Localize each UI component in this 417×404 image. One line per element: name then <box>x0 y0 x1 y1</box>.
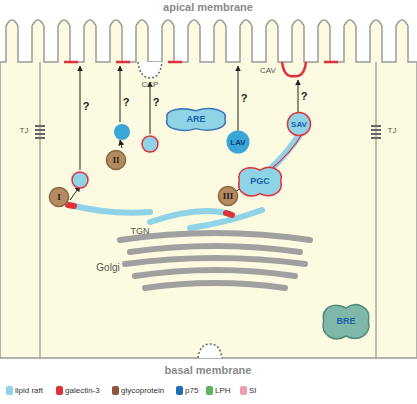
galectin-patch <box>64 62 338 76</box>
organelle-label: TGN <box>131 226 150 236</box>
legend-swatch <box>56 386 63 395</box>
apical-vesicle: LAV <box>226 130 250 154</box>
transport-vesicle <box>72 124 158 188</box>
node-label: II <box>112 155 119 165</box>
legend-text: galectin-3 <box>65 386 100 395</box>
pit-label: CCP <box>142 80 159 89</box>
clathrin-pit <box>198 344 222 358</box>
legend-item: LPH <box>206 386 231 395</box>
legend-text: p75 <box>185 386 198 395</box>
organelle-label: Golgi <box>96 262 119 273</box>
basolateral-endosome: BRE <box>318 296 374 346</box>
cell-outline <box>0 20 417 358</box>
question-mark: ? <box>153 96 160 108</box>
pgc-tubule <box>270 134 302 170</box>
membrane-label: basal membrane <box>165 364 252 376</box>
caveola-label: CAV <box>260 66 276 75</box>
question-mark: ? <box>241 92 248 104</box>
clathrin-pit <box>138 62 162 78</box>
legend-item: p75 <box>176 386 198 395</box>
node-label: SAV <box>291 120 307 129</box>
node-label: III <box>223 191 234 201</box>
node-label: ARE <box>186 114 205 124</box>
route-number: II <box>106 150 126 170</box>
route-number: III <box>218 186 238 206</box>
junction-label: TJ <box>20 126 29 135</box>
legend-swatch <box>112 386 119 395</box>
route-number: I <box>49 187 69 207</box>
tgn-tubule <box>68 205 262 228</box>
legend-swatch <box>206 386 213 395</box>
legend-text: SI <box>249 386 257 395</box>
question-mark: ? <box>123 96 130 108</box>
recycling-endosome: ARE <box>160 103 232 135</box>
transport-arrow <box>70 66 298 200</box>
node-label: PGC <box>250 176 270 186</box>
legend-item: galectin-3 <box>56 386 100 395</box>
legend-text: lipid raft <box>15 386 43 395</box>
question-mark: ? <box>83 100 90 112</box>
legend-item: glycoprotein <box>112 386 164 395</box>
question-mark: ? <box>301 90 308 102</box>
legend-swatch <box>6 386 13 395</box>
membrane-label: apical membrane <box>163 1 253 13</box>
post-golgi-carrier: PGC <box>234 160 286 202</box>
golgi-stack <box>120 233 310 288</box>
legend-swatch <box>176 386 183 395</box>
legend-text: LPH <box>215 386 231 395</box>
legend-swatch <box>240 386 247 395</box>
legend-item: lipid raft <box>6 386 43 395</box>
legend-item: SI <box>240 386 257 395</box>
lateral-membrane <box>39 62 41 358</box>
legend-text: glycoprotein <box>121 386 164 395</box>
apical-vesicle: SAV <box>287 112 311 136</box>
node-label: BRE <box>336 316 355 326</box>
lateral-membrane <box>375 62 377 358</box>
node-label: I <box>57 192 61 202</box>
node-label: LAV <box>230 138 245 147</box>
junction-label: TJ <box>388 126 397 135</box>
